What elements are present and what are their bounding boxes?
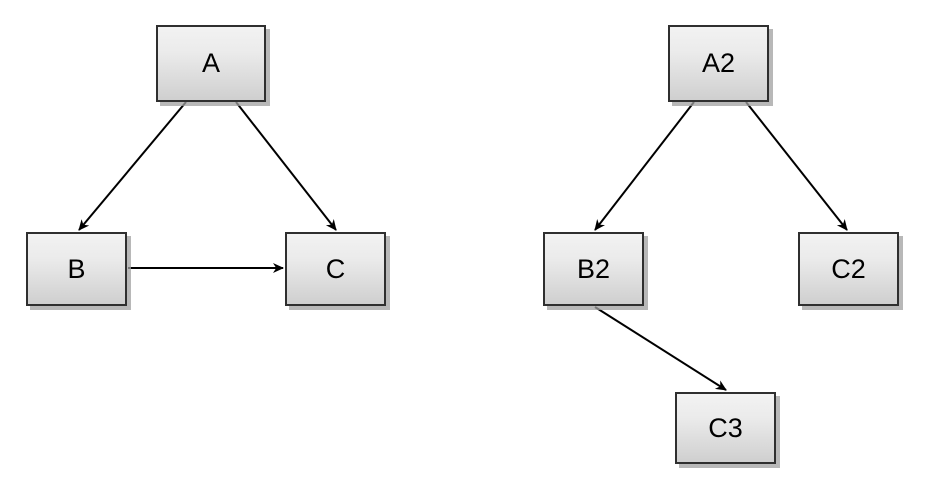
- node-label: C3: [708, 412, 743, 443]
- edge-a-to-b[interactable]: [78, 101, 187, 231]
- node-c3[interactable]: C3: [675, 392, 776, 464]
- node-label: C2: [831, 253, 866, 284]
- edge-a-to-c[interactable]: [235, 101, 337, 231]
- edge-a2-to-c2[interactable]: [745, 101, 848, 231]
- node-label: B2: [576, 253, 611, 284]
- node-c[interactable]: C: [285, 232, 386, 306]
- node-label: A2: [701, 48, 736, 78]
- node-a[interactable]: A: [156, 25, 266, 102]
- node-label: B: [67, 253, 86, 284]
- node-b[interactable]: B: [26, 232, 127, 306]
- node-c2[interactable]: C2: [798, 232, 899, 306]
- edge-b2-to-c3[interactable]: [594, 306, 727, 391]
- node-label: C: [325, 253, 346, 284]
- node-a2[interactable]: A2: [668, 25, 769, 102]
- edge-a2-to-b2[interactable]: [594, 101, 695, 231]
- node-label: A: [201, 48, 220, 78]
- node-b2[interactable]: B2: [543, 232, 644, 306]
